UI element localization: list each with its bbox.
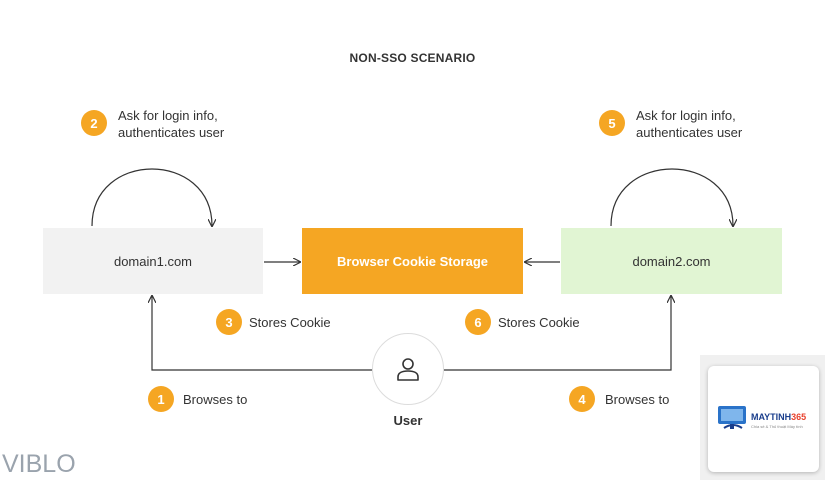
step-3-label: Stores Cookie xyxy=(249,315,331,330)
step-5-label-line1: Ask for login info, xyxy=(636,108,736,123)
step-5-label: Ask for login info, authenticates user xyxy=(636,107,742,141)
step-6-label: Stores Cookie xyxy=(498,315,580,330)
brand-main: MAYTINH xyxy=(751,412,792,422)
browser-cookie-storage-box: Browser Cookie Storage xyxy=(302,228,523,294)
step-2-badge: 2 xyxy=(81,110,107,136)
step-4-label: Browses to xyxy=(605,392,670,407)
step-5-badge: 5 xyxy=(599,110,625,136)
step-4-badge: 4 xyxy=(569,386,595,412)
user-icon xyxy=(397,358,419,381)
domain1-box: domain1.com xyxy=(43,228,263,294)
step-2-label-line1: Ask for login info, xyxy=(118,108,218,123)
step-6-badge: 6 xyxy=(465,309,491,335)
arrow-user-to-domain1 xyxy=(152,296,372,371)
maytinh365-brand: MAYTINH365 xyxy=(751,412,806,422)
maytinh365-logo-card xyxy=(708,366,819,472)
diagram-title: NON-SSO SCENARIO xyxy=(349,51,476,65)
user-label: User xyxy=(393,413,423,428)
maytinh365-tagline: Chia sẻ & Thủ thuật Máy tính xyxy=(751,424,803,429)
step-1-label: Browses to xyxy=(183,392,248,407)
monitor-logo-icon xyxy=(718,406,746,429)
step-5-label-line2: authenticates user xyxy=(636,125,743,140)
step-2-label-line2: authenticates user xyxy=(118,125,225,140)
brand-accent: 365 xyxy=(791,412,807,422)
arrow-user-to-domain2 xyxy=(444,296,671,371)
step-1-badge: 1 xyxy=(148,386,174,412)
step-3-badge: 3 xyxy=(216,309,242,335)
viblo-watermark: VIBLO xyxy=(2,450,76,478)
user-node xyxy=(372,333,444,405)
step-2-label: Ask for login info, authenticates user xyxy=(118,107,224,141)
loop-arrow-domain1 xyxy=(91,168,212,226)
loop-arrow-domain2 xyxy=(610,168,733,226)
domain2-box: domain2.com xyxy=(561,228,782,294)
